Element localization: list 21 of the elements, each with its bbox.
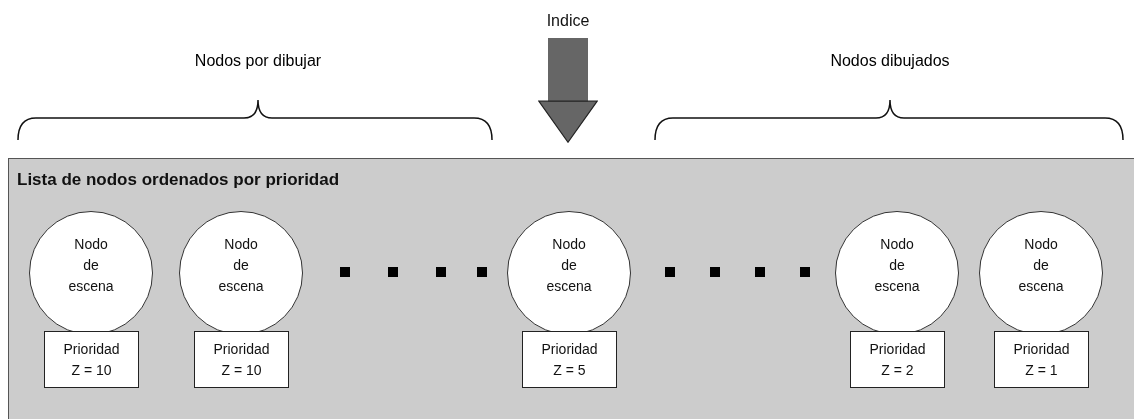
bracket-label: Nodos por dibujar xyxy=(194,52,322,70)
node-label: Nodo de escena xyxy=(546,234,592,296)
node-label: Nodo de escena xyxy=(874,234,920,296)
priority-label: Prioridad Z = 5 xyxy=(540,339,599,380)
panel-heading: Lista de nodos ordenados por prioridad xyxy=(17,169,340,190)
priority-box xyxy=(994,331,1089,388)
priority-box xyxy=(194,331,289,388)
node-label: Nodo de escena xyxy=(68,234,114,296)
bracket-label: Nodos dibujados xyxy=(830,52,950,70)
node-label: Nodo de escena xyxy=(218,234,264,296)
index-label: Indice xyxy=(546,10,590,31)
priority-box xyxy=(522,331,617,388)
priority-box xyxy=(850,331,945,388)
priority-label: Prioridad Z = 2 xyxy=(868,339,927,380)
node-label: Nodo de escena xyxy=(1018,234,1064,296)
index-arrow xyxy=(538,38,598,143)
priority-label: Prioridad Z = 10 xyxy=(62,339,121,380)
priority-label: Prioridad Z = 10 xyxy=(212,339,271,380)
list-panel xyxy=(8,158,1134,419)
priority-box xyxy=(44,331,139,388)
priority-label: Prioridad Z = 1 xyxy=(1012,339,1071,380)
